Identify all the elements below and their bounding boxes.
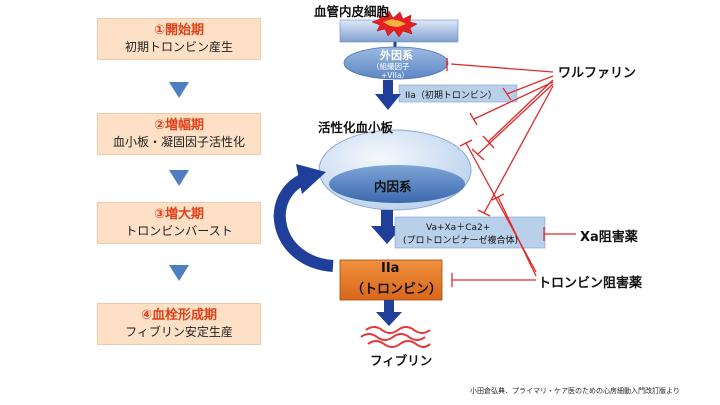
stage-propagation-desc: トロンビンバースト xyxy=(125,224,233,238)
warfarin-label: ワルファリン xyxy=(558,66,637,81)
intrinsic-label: 内因系 xyxy=(374,179,412,194)
stage-amplification-box: ②増幅期 血小板・凝固因子活性化 xyxy=(97,113,261,155)
fibrin-strand-3 xyxy=(367,340,431,348)
source-citation: 小田倉弘典．プライマリ・ケア医のための心房細動入門改訂版より xyxy=(470,387,680,395)
thrombin-box xyxy=(339,259,443,301)
stage-arrow-2 xyxy=(169,170,189,186)
endothelium-label: 血管内皮細胞 xyxy=(314,4,390,19)
injury-burst-core-icon xyxy=(383,19,406,27)
extrinsic-title: 外因系 xyxy=(380,49,413,62)
activated-platelet-label: 活性化血小板 xyxy=(318,120,394,135)
stage-propagation-box: ③増大期 トロンビンバースト xyxy=(97,202,261,244)
stage-propagation-title: ③増大期 xyxy=(153,207,204,222)
extrinsic-ellipse xyxy=(343,46,449,80)
fibrin-strand-1 xyxy=(365,326,431,334)
intrinsic-ellipse xyxy=(329,165,465,203)
arrow-extrinsic-to-platelet xyxy=(375,80,401,110)
fibrin-strand-2 xyxy=(360,333,426,341)
arrow-thrombin-to-fibrin xyxy=(376,300,402,326)
thrombin-inhibitor-label: トロンビン阻害薬 xyxy=(538,276,643,291)
stage-clot-formation-title: ④血栓形成期 xyxy=(140,308,217,323)
stage-arrow-1 xyxy=(169,82,189,98)
extrinsic-sub-1: （組織因子 xyxy=(372,62,410,71)
warfarin-inhibition-lines xyxy=(446,58,554,217)
xa-inhibition-line xyxy=(543,227,576,241)
stage-initiation-title: ①開始期 xyxy=(153,23,204,38)
thrombin-inhibition-lines xyxy=(451,139,537,287)
fibrin-label: フィブリン xyxy=(370,353,433,368)
stage-arrow-3 xyxy=(169,265,189,281)
stage-clot-formation-desc: フィブリン安定生産 xyxy=(125,325,233,339)
feedback-loop-arrowhead xyxy=(296,164,326,194)
arrow-platelet-to-prothrombinase xyxy=(371,210,403,244)
feedback-loop-arrow xyxy=(273,172,334,272)
stage-initiation-box: ①開始期 初期トロンビン産生 xyxy=(97,18,261,60)
initial-thrombin-label: IIa（初期トロンビン） xyxy=(405,91,497,101)
initial-thrombin-box xyxy=(398,84,518,103)
thrombin-label-2: （トロンビン） xyxy=(351,282,443,297)
stage-initiation-desc: 初期トロンビン産生 xyxy=(124,40,233,54)
prothrombinase-label-2: (プロトロンビナーゼ複合体) xyxy=(403,236,519,246)
extrinsic-sub-2: +VIIa） xyxy=(381,71,409,80)
prothrombinase-label-1: Va+Xa＋Ca2+ xyxy=(426,223,491,233)
stage-clot-formation-box: ④血栓形成期 フィブリン安定生産 xyxy=(97,303,261,345)
thrombin-label-1: IIa xyxy=(381,261,400,276)
stage-amplification-title: ②増幅期 xyxy=(153,118,204,133)
xa-inhibitor-label: Xa阻害薬 xyxy=(580,230,638,245)
stage-amplification-desc: 血小板・凝固因子活性化 xyxy=(112,135,245,149)
